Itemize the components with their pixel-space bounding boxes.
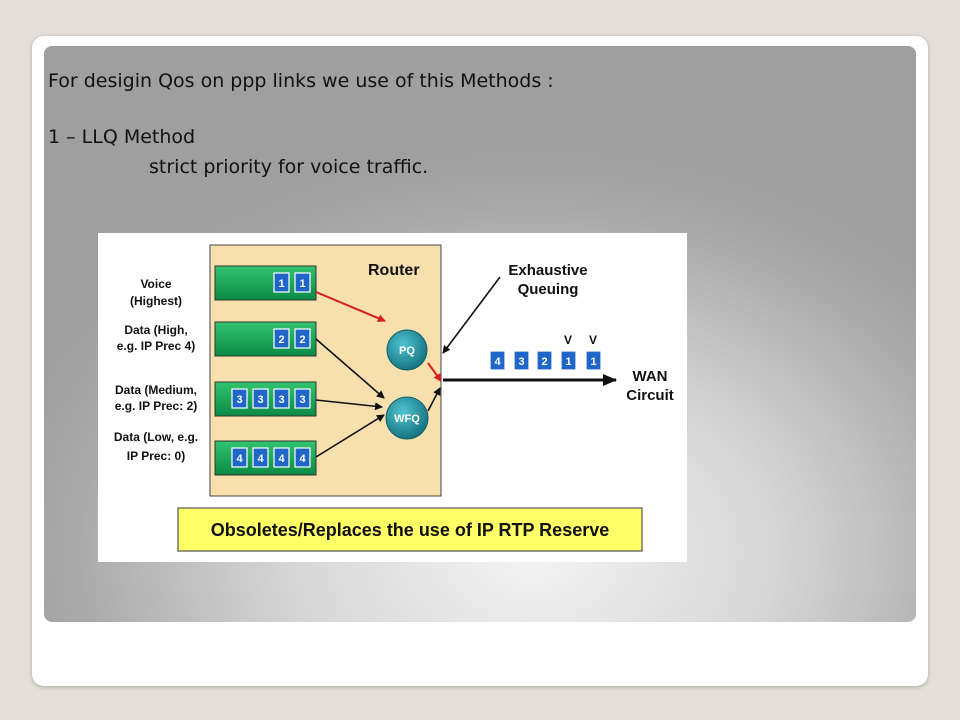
data-high-queue-packet-1-box [273,328,290,349]
voice-to-pq-arrow [315,291,386,322]
voice-queue-packet-1-box [273,272,290,293]
data-high-sublabel: e.g. IP Prec 4) [117,339,196,353]
data-medium-label: Data (Medium, [115,383,197,397]
exhaustive-label: Exhaustive [508,262,587,279]
wan-label: WAN [633,368,668,385]
data-high-arrow [315,338,385,399]
output-packet-5: 1 [585,350,602,371]
data-low-label: Data (Low, e.g. [114,430,198,444]
data-low-queue-packet-1-box [231,447,248,468]
data-medium-queue-packet-2: 3 [252,388,269,409]
banner-text: Obsoletes/Replaces the use of IP RTP Res… [211,520,610,540]
data-high-queue-packet-2: 2 [294,328,311,349]
output-packet-3: 2 [536,350,553,371]
wfq-label: WFQ [394,413,420,425]
method-description: strict priority for voice traffic. [149,156,429,178]
data-low-queue-packet-2-label: 4 [257,453,264,465]
data-medium-queue-packet-2-label: 3 [257,394,263,406]
data-high-label: Data (High, [124,323,187,337]
circuit-label: Circuit [626,387,674,404]
voice-label: Voice [140,277,171,291]
llq-diagram: Router Voice (Highest) Data (High, e.g. … [98,233,687,562]
data-medium-queue-packet-1-box [231,388,248,409]
wfq-circle [385,396,429,440]
data-low-queue-packet-3-box [273,447,290,468]
data-medium-queue-packet-3: 3 [273,388,290,409]
output-packet-1-box [489,350,506,371]
data-medium-sublabel: e.g. IP Prec: 2) [115,399,197,413]
intro-text: For desigin Qos on ppp links we use of t… [48,70,554,92]
output-packet-1: 4 [489,350,506,371]
data-high-queue-packet-2-box [294,328,311,349]
output-packet-2-label: 3 [518,356,524,368]
data-low-queue-packet-3-label: 4 [278,453,285,465]
output-packet-5-label: 1 [590,356,596,368]
output-packet-2: 3 [513,350,530,371]
pq-label: PQ [399,345,415,357]
exhaustive-pointer-arrow [442,276,501,354]
data-medium-queue-packet-1-label: 3 [236,394,242,406]
banner-box [177,507,643,552]
voice-sublabel: (Highest) [130,294,182,308]
data-low-queue-packet-2: 4 [252,447,269,468]
output-packet-1-label: 4 [494,356,501,368]
voice-mark-2: V [589,333,597,347]
pq-output-arrow [427,362,442,382]
data-medium-queue-packet-1: 3 [231,388,248,409]
llq-diagram-svg: Router Voice (Highest) Data (High, e.g. … [114,244,674,552]
voice-queue-packet-1-label: 1 [278,278,284,290]
data-medium-queue-packet-4-box [294,388,311,409]
router-label: Router [368,262,420,279]
data-low-queue-packet-2-box [252,447,269,468]
output-packet-3-label: 2 [541,356,547,368]
data-medium-queue-packet-3-label: 3 [278,394,284,406]
output-packet-4: 1 [560,350,577,371]
wfq-output-arrow [427,387,441,412]
data-high-queue-packet-2-label: 2 [299,334,305,346]
data-low-sublabel: IP Prec: 0) [127,449,185,463]
data-low-queue-packet-1: 4 [231,447,248,468]
voice-queue-packet-2-box [294,272,311,293]
data-low-arrow [315,414,385,458]
data-medium-queue-packet-4: 3 [294,388,311,409]
data-low-queue-packet-4: 4 [294,447,311,468]
data-high-queue-packet-1-label: 2 [278,334,284,346]
voice-queue-packet-2: 1 [294,272,311,293]
voice-queue-packet-2-label: 1 [299,278,305,290]
data-medium-queue-packet-3-box [273,388,290,409]
voice-queue-packet-1: 1 [273,272,290,293]
data-low-queue-packet-3: 4 [273,447,290,468]
output-packet-4-box [560,350,577,371]
data-medium-queue-packet-4-label: 3 [299,394,305,406]
output-packet-3-box [536,350,553,371]
method-heading: 1 – LLQ Method [48,126,196,148]
data-low-queue-packet-4-label: 4 [299,453,306,465]
output-packet-5-box [585,350,602,371]
voice-mark-1: V [564,333,572,347]
data-low-queue-packet-4-box [294,447,311,468]
data-medium-arrow [315,399,383,411]
data-low-queue-packet-1-label: 4 [236,453,243,465]
data-high-queue-packet-1: 2 [273,328,290,349]
pq-circle [386,329,428,371]
output-packet-4-label: 1 [565,356,571,368]
queuing-label: Queuing [518,281,579,298]
data-medium-queue-packet-2-box [252,388,269,409]
output-packet-2-box [513,350,530,371]
